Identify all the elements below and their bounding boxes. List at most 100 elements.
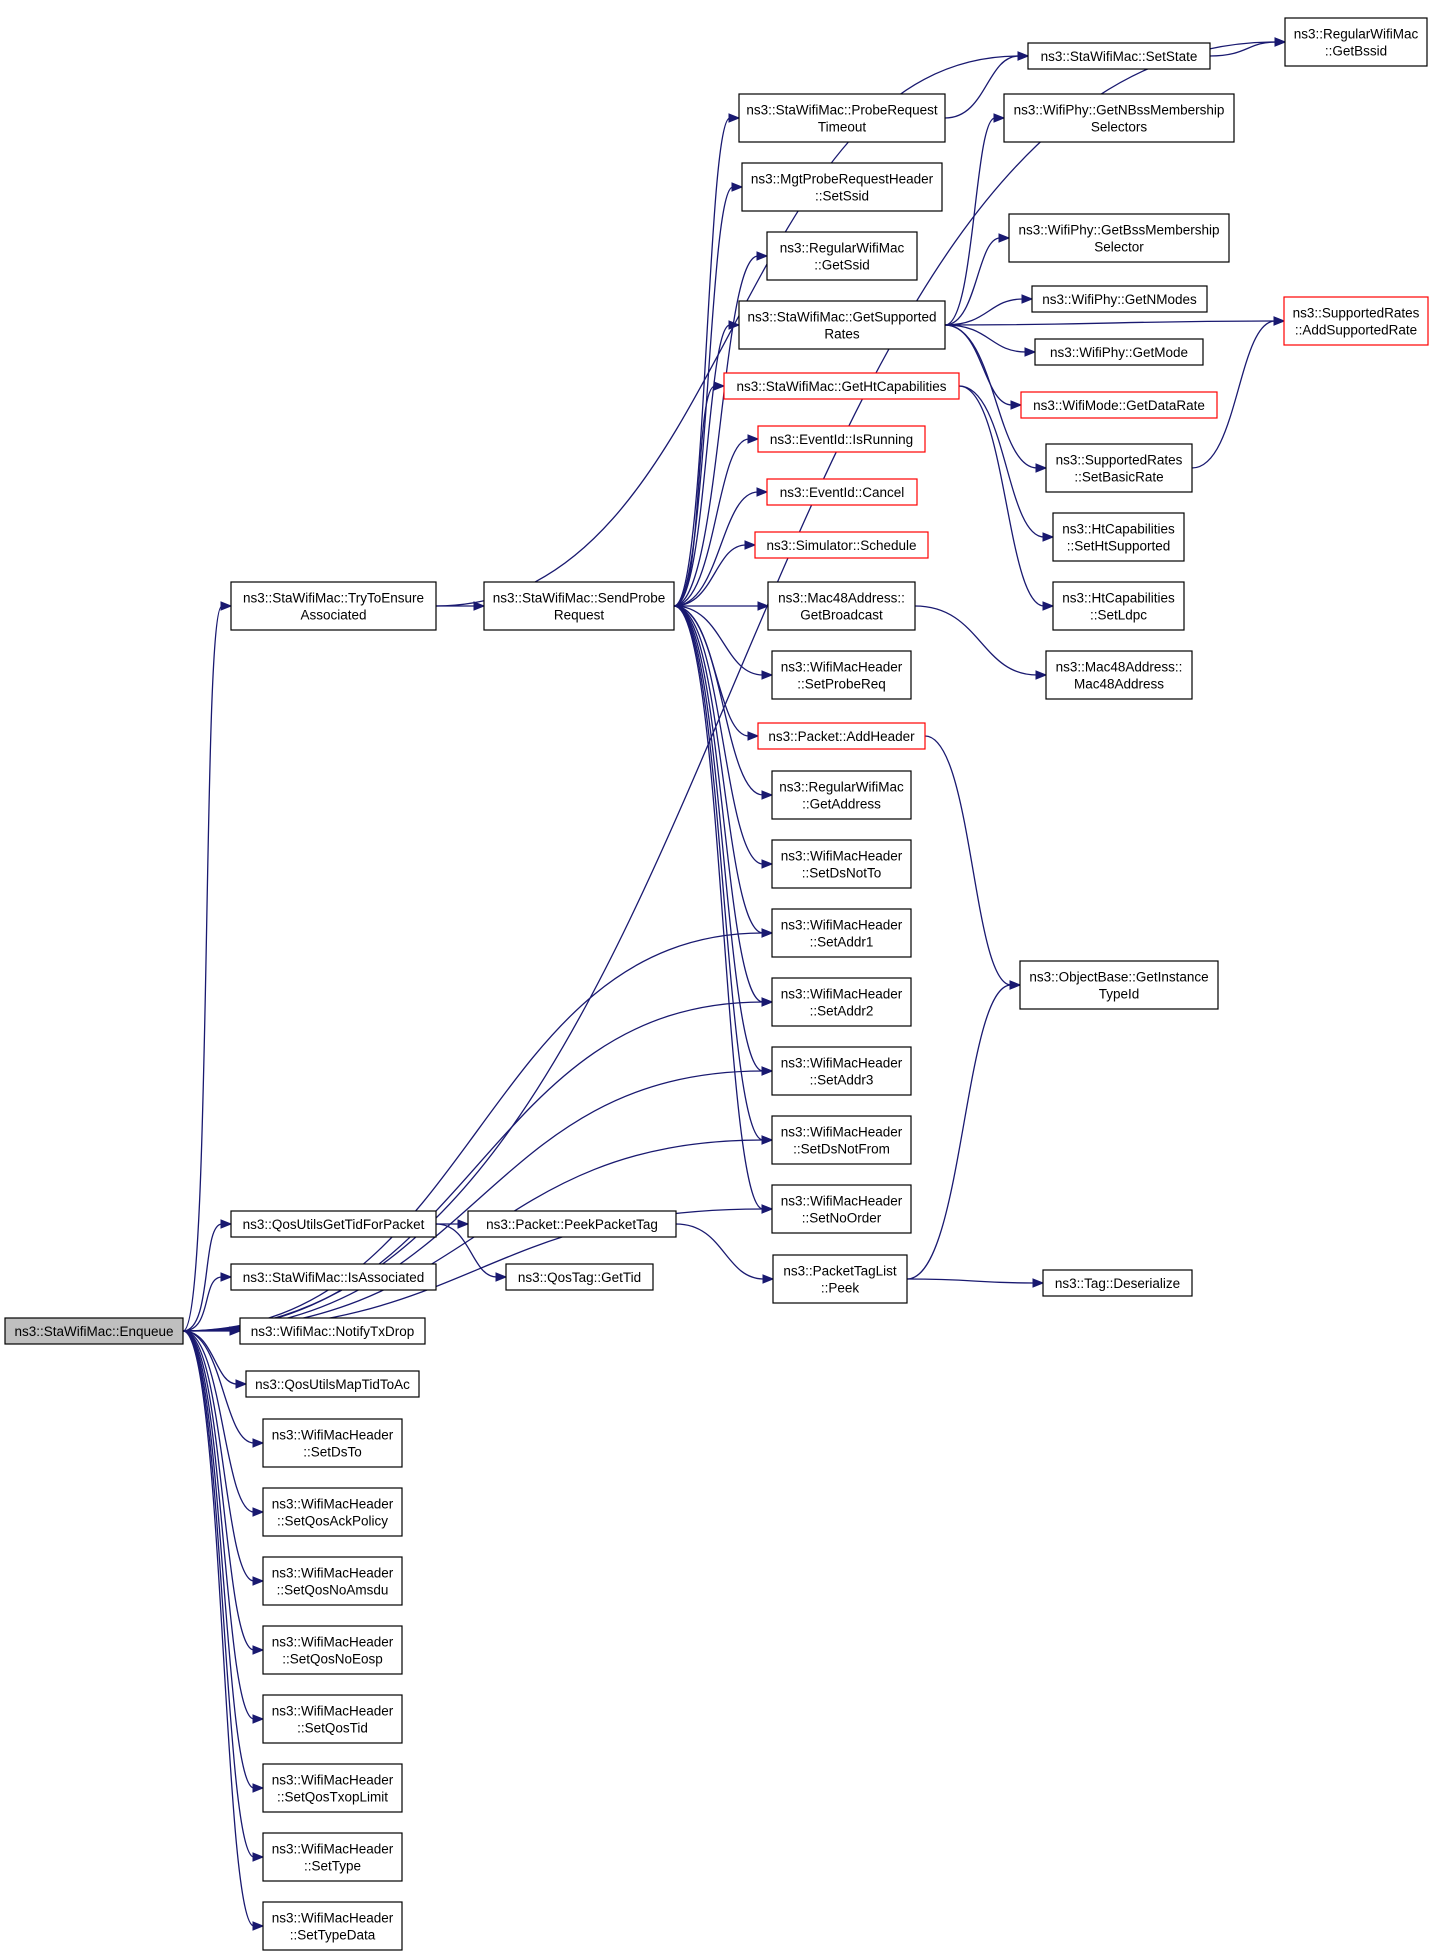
node-label: ::SetProbeReq	[797, 677, 886, 692]
arrowhead	[1273, 316, 1286, 326]
edge-probereqtimeout-to-setstate	[944, 51, 1030, 119]
node-label: ::SetQosTid	[297, 1721, 368, 1736]
node-setbasicrate[interactable]: ns3::SupportedRates::SetBasicRate	[1045, 443, 1193, 493]
node-setqostid[interactable]: ns3::WifiMacHeader::SetQosTid	[262, 1694, 403, 1744]
node-addheader[interactable]: ns3::Packet::AddHeader	[757, 722, 926, 750]
node-qostaggettid[interactable]: ns3::QosTag::GetTid	[505, 1263, 654, 1291]
node-setdsto[interactable]: ns3::WifiMacHeader::SetDsTo	[262, 1418, 403, 1468]
edge-getbroadcast-to-mac48address	[914, 605, 1048, 680]
node-getmode[interactable]: ns3::WifiPhy::GetMode	[1034, 338, 1204, 366]
arrowhead	[252, 1438, 265, 1448]
arrowhead	[728, 320, 741, 330]
node-qosgettid[interactable]: ns3::QosUtilsGetTidForPacket	[230, 1210, 437, 1238]
node-box	[1003, 93, 1235, 143]
node-sethtsupported[interactable]: ns3::HtCapabilities::SetHtSupported	[1052, 512, 1185, 562]
arrowhead	[761, 670, 774, 680]
node-getssid[interactable]: ns3::RegularWifiMac::GetSsid	[766, 231, 918, 281]
arrowhead	[1274, 37, 1287, 47]
node-box	[262, 1556, 403, 1606]
arrowhead	[993, 113, 1006, 123]
node-mac48address[interactable]: ns3::Mac48Address::Mac48Address	[1045, 650, 1193, 700]
node-isassociated[interactable]: ns3::StaWifiMac::IsAssociated	[230, 1263, 437, 1291]
edge-getsupportedrates-to-addsupportedrate	[944, 316, 1286, 326]
node-getnmodes[interactable]: ns3::WifiPhy::GetNModes	[1031, 285, 1208, 313]
node-packettaglistpeek[interactable]: ns3::PacketTagList::Peek	[772, 1254, 908, 1304]
node-isrunning[interactable]: ns3::EventId::IsRunning	[757, 425, 926, 453]
node-enqueue[interactable]: ns3::StaWifiMac::Enqueue	[4, 1317, 184, 1345]
node-setdsnotto[interactable]: ns3::WifiMacHeader::SetDsNotTo	[771, 839, 912, 889]
arrowhead	[761, 997, 774, 1007]
node-label: Mac48Address	[1074, 677, 1164, 692]
node-gethtcap[interactable]: ns3::StaWifiMac::GetHtCapabilities	[723, 372, 960, 400]
arrowhead	[220, 1219, 233, 1229]
node-label: ns3::WifiMacHeader	[781, 1125, 903, 1140]
node-cancel[interactable]: ns3::EventId::Cancel	[766, 478, 918, 506]
edge-enqueue-to-setqosnoeosp	[182, 1330, 265, 1655]
edge-getsupportedrates-to-getbss	[944, 233, 1011, 326]
edge-line	[182, 1276, 223, 1332]
arrowhead	[761, 1135, 774, 1145]
edge-sendprobe-to-setdsnotto	[673, 605, 774, 869]
edge-line	[673, 605, 764, 1210]
node-setqosnoeosp[interactable]: ns3::WifiMacHeader::SetQosNoEosp	[262, 1625, 403, 1675]
edge-enqueue-to-trytoensure	[182, 601, 233, 1332]
node-label: ns3::WifiPhy::GetNModes	[1042, 292, 1197, 307]
node-settype[interactable]: ns3::WifiMacHeader::SetType	[262, 1832, 403, 1882]
node-box	[262, 1418, 403, 1468]
node-box	[766, 478, 918, 506]
node-setnoorder[interactable]: ns3::WifiMacHeader::SetNoOrder	[771, 1184, 912, 1234]
node-addsupportedrate[interactable]: ns3::SupportedRates::AddSupportedRate	[1283, 296, 1429, 346]
node-schedule[interactable]: ns3::Simulator::Schedule	[754, 531, 929, 559]
node-setqosnoamsdu[interactable]: ns3::WifiMacHeader::SetQosNoAmsdu	[262, 1556, 403, 1606]
node-setaddr2[interactable]: ns3::WifiMacHeader::SetAddr2	[771, 977, 912, 1027]
node-label: ns3::StaWifiMac::GetSupported	[747, 310, 936, 325]
edge-line	[435, 55, 1020, 607]
node-label: ns3::Mac48Address::	[1056, 660, 1183, 675]
node-setaddr3[interactable]: ns3::WifiMacHeader::SetAddr3	[771, 1046, 912, 1096]
node-label: ns3::StaWifiMac::GetHtCapabilities	[736, 379, 946, 394]
node-getaddress[interactable]: ns3::RegularWifiMac::GetAddress	[771, 770, 912, 820]
node-setprobereq[interactable]: ns3::WifiMacHeader::SetProbeReq	[771, 650, 912, 700]
node-getbssid[interactable]: ns3::RegularWifiMac::GetBssid	[1284, 17, 1428, 67]
node-qosmaptid[interactable]: ns3::QosUtilsMapTidToAc	[245, 1370, 420, 1398]
edge-sendprobe-to-mgtsetssid	[673, 182, 744, 607]
edge-line	[673, 544, 747, 607]
edge-line	[182, 1223, 223, 1332]
node-box	[754, 531, 929, 559]
node-settypedata[interactable]: ns3::WifiMacHeader::SetTypeData	[262, 1901, 403, 1951]
node-label: ::SetLdpc	[1090, 608, 1147, 623]
arrowhead	[1021, 294, 1034, 304]
node-label: ::SetAddr3	[810, 1073, 874, 1088]
node-getbroadcast[interactable]: ns3::Mac48Address::GetBroadcast	[767, 581, 916, 631]
node-tagdeserialize[interactable]: ns3::Tag::Deserialize	[1042, 1269, 1193, 1297]
node-box	[467, 1210, 677, 1238]
node-label: ns3::WifiPhy::GetNBssMembership	[1014, 103, 1225, 118]
node-label: ::SetDsTo	[303, 1445, 362, 1460]
node-setaddr1[interactable]: ns3::WifiMacHeader::SetAddr1	[771, 908, 912, 958]
node-setstate[interactable]: ns3::StaWifiMac::SetState	[1027, 42, 1211, 70]
node-box	[771, 839, 912, 889]
node-mgtsetssid[interactable]: ns3::MgtProbeRequestHeader::SetSsid	[741, 162, 943, 212]
arrowhead	[229, 1326, 242, 1336]
arrowhead	[756, 487, 769, 497]
node-setldpc[interactable]: ns3::HtCapabilities::SetLdpc	[1052, 581, 1185, 631]
node-setqosack[interactable]: ns3::WifiMacHeader::SetQosAckPolicy	[262, 1487, 403, 1537]
node-box	[505, 1263, 654, 1291]
node-box	[766, 231, 918, 281]
node-setdsnotfrom[interactable]: ns3::WifiMacHeader::SetDsNotFrom	[771, 1115, 912, 1165]
node-notifytxdrop[interactable]: ns3::WifiMac::NotifyTxDrop	[239, 1317, 426, 1345]
node-peekpackettag[interactable]: ns3::Packet::PeekPacketTag	[467, 1210, 677, 1238]
node-box	[771, 1046, 912, 1096]
node-getdatarate[interactable]: ns3::WifiMode::GetDataRate	[1020, 391, 1218, 419]
edge-enqueue-to-qosgettid	[182, 1219, 233, 1332]
node-label: ::SetSsid	[815, 189, 869, 204]
edge-sendprobe-to-setnoorder	[673, 605, 774, 1214]
node-setqostxop[interactable]: ns3::WifiMacHeader::SetQosTxopLimit	[262, 1763, 403, 1813]
